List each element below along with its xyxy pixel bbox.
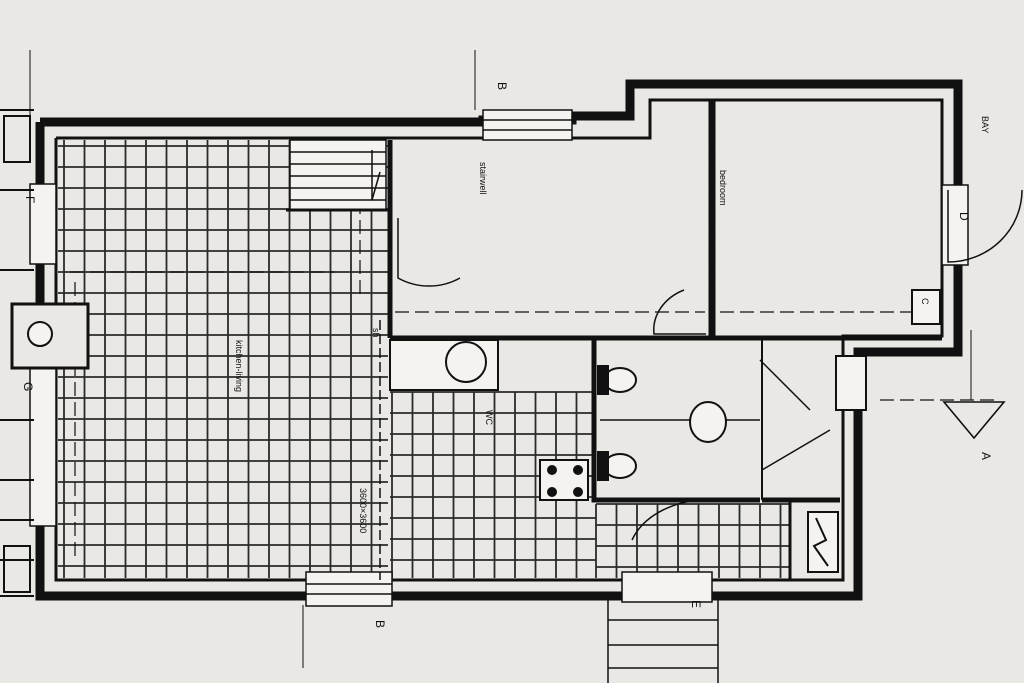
section-marker-g: G [21, 382, 35, 391]
entrance-steps [607, 596, 719, 683]
doors [397, 189, 1023, 541]
interior-walls [379, 100, 942, 580]
section-marker-f: F [23, 196, 37, 203]
section-arrow-a [942, 401, 1006, 440]
section-marker-d: D [957, 212, 971, 221]
left-annex [0, 109, 34, 597]
door-bottom [631, 499, 713, 541]
round-sink [445, 341, 487, 383]
door-stairwell [397, 218, 461, 287]
label-room-mid: stairwell [478, 162, 488, 195]
section-marker-b-bottom: B [373, 620, 387, 628]
label-shaft: sh [371, 328, 381, 338]
window-left-f [29, 183, 57, 265]
label-wc: WC [484, 410, 494, 425]
section-marker-a: A [979, 452, 993, 460]
door-bedroom [653, 289, 706, 335]
section-marker-e: E [689, 600, 703, 608]
stairs [286, 139, 390, 212]
window-right-d [941, 184, 969, 266]
label-room-right: bedroom [718, 170, 728, 206]
section-marker-bay: BAY [980, 116, 990, 133]
window-left-g [29, 355, 57, 527]
section-marker-c: C [920, 298, 930, 305]
window-top-b [482, 109, 573, 141]
section-lines [29, 50, 1006, 668]
section-marker-b-top: B [495, 82, 509, 90]
wash-basin [689, 401, 727, 443]
window-bottom-b [305, 571, 393, 607]
door-wc [759, 359, 831, 471]
label-dimension: 3600×3600 [358, 488, 368, 533]
fixtures [10, 289, 941, 573]
window-bottom-e [621, 571, 713, 603]
door-entrance-d [947, 189, 1023, 263]
label-room-left: kitchen-living [234, 340, 244, 392]
windows [29, 109, 969, 607]
